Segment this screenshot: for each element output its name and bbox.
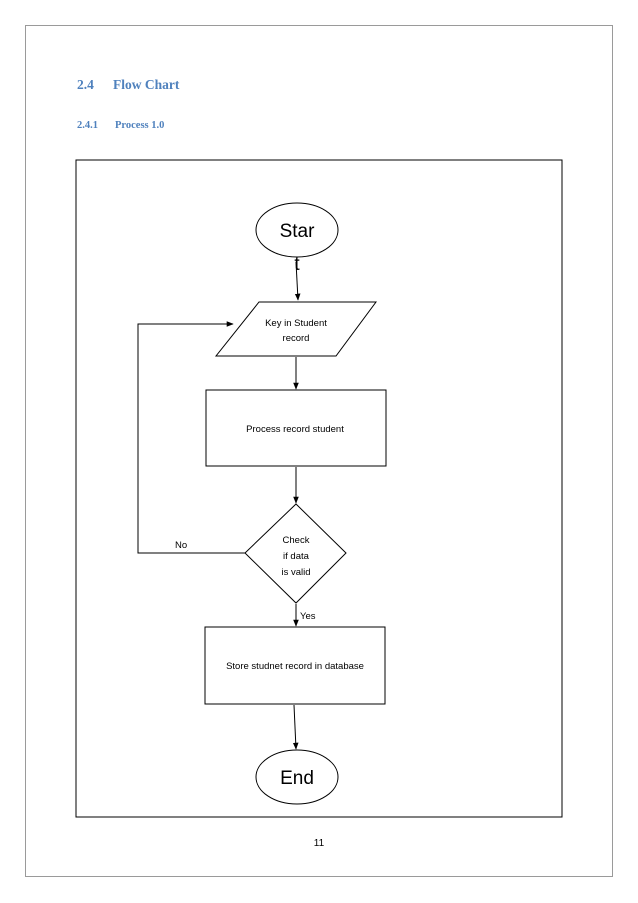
page-border: [25, 25, 613, 877]
subsection-number: 2.4.1: [77, 120, 98, 131]
input-parallelogram: [214, 301, 377, 357]
start-label-line1: Star: [280, 221, 316, 242]
arrow-start-to-input: [294, 261, 301, 301]
section-title: Flow Chart: [113, 77, 180, 92]
store-box: [204, 626, 386, 705]
process-label: Process record student: [246, 424, 344, 435]
flowchart-frame: [75, 159, 563, 818]
start-label-line2: t: [294, 254, 300, 275]
decision-label-line2: if data: [283, 551, 310, 562]
arrow-store-to-end: [292, 704, 299, 750]
section-heading: 2.4 Flow Chart: [77, 77, 179, 93]
yes-label: Yes: [300, 611, 316, 622]
input-label-line1: Key in Student: [265, 318, 327, 329]
process-box: [205, 389, 387, 467]
no-branch-connector: [137, 321, 245, 554]
store-label: Store studnet record in database: [226, 661, 364, 672]
page-number: 11: [313, 838, 325, 849]
subsection-title: Process 1.0: [115, 120, 165, 131]
decision-diamond: [244, 503, 347, 604]
end-label: End: [280, 768, 314, 789]
start-terminal: [255, 202, 339, 258]
decision-label-line3: is valid: [281, 567, 310, 578]
section-number: 2.4: [77, 77, 94, 92]
end-terminal: [255, 749, 339, 805]
input-label-line2: record: [283, 333, 310, 344]
subsection-heading: 2.4.1 Process 1.0: [77, 120, 164, 131]
decision-label-line1: Check: [283, 535, 310, 546]
no-label: No: [175, 540, 187, 551]
